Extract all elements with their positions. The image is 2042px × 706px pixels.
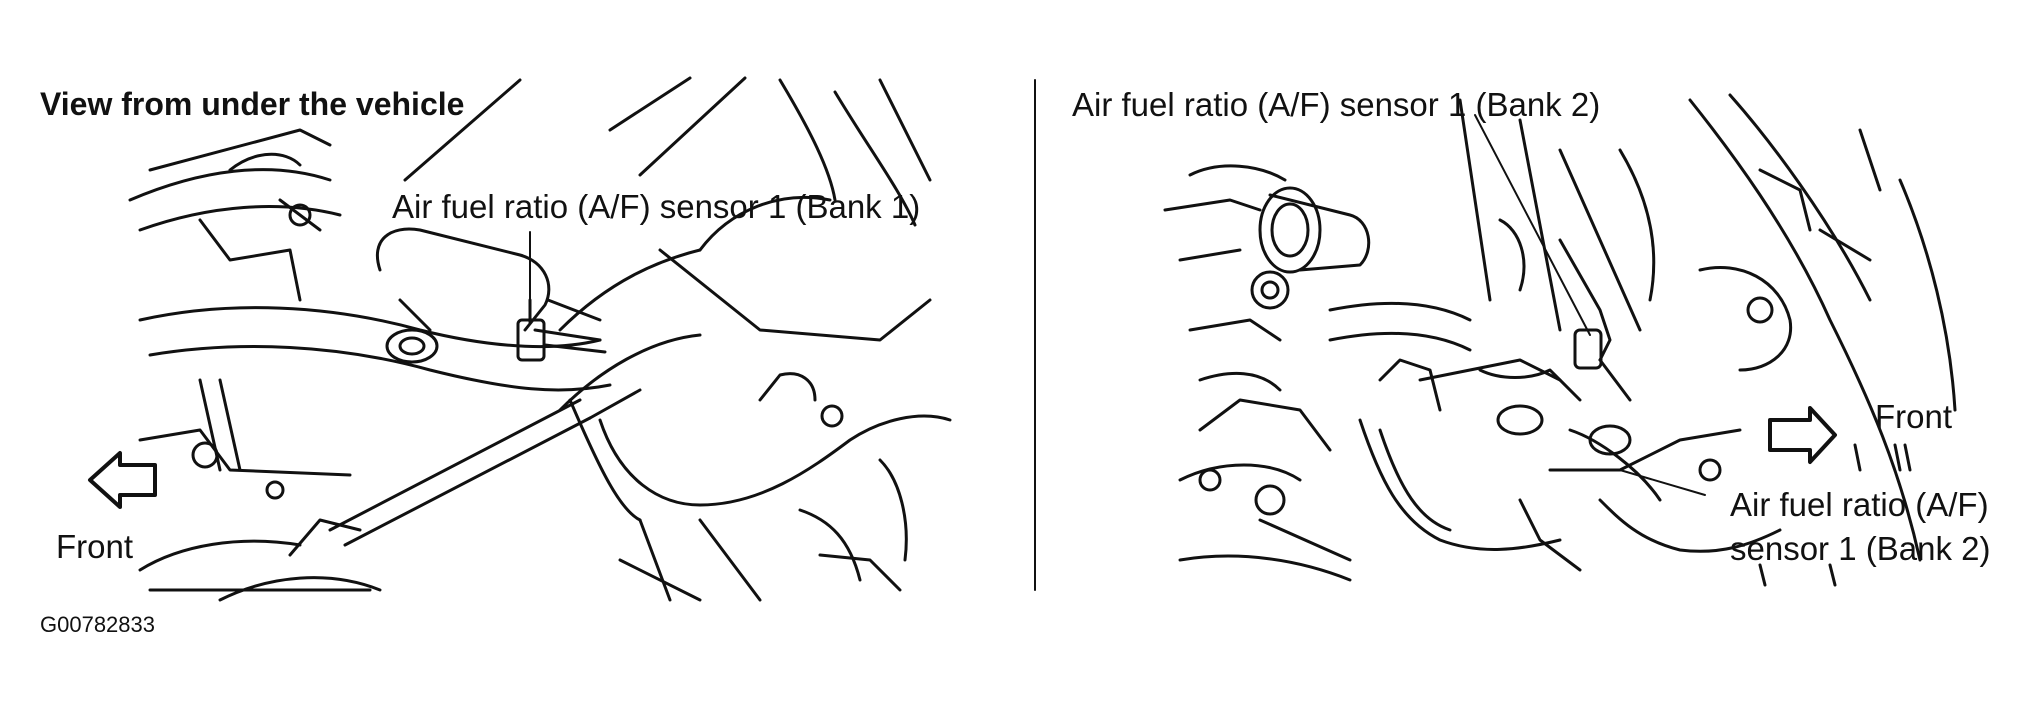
right-bottom-sensor-label-line1: Air fuel ratio (A/F) — [1730, 486, 1989, 523]
figure-id: G00782833 — [40, 612, 155, 637]
right-top-sensor-label: Air fuel ratio (A/F) sensor 1 (Bank 2) — [1072, 86, 1601, 123]
left-panel-title: View from under the vehicle — [40, 86, 465, 122]
left-sensor-label: Air fuel ratio (A/F) sensor 1 (Bank 1) — [392, 188, 921, 225]
left-front-label: Front — [56, 528, 134, 565]
leader-lines — [529, 114, 1706, 496]
right-front-label: Front — [1875, 398, 1953, 435]
right-bottom-sensor-label-line2: sensor 1 (Bank 2) — [1730, 530, 1991, 567]
right-engine-drawing — [1163, 93, 1957, 587]
left-engine-drawing — [88, 76, 952, 602]
